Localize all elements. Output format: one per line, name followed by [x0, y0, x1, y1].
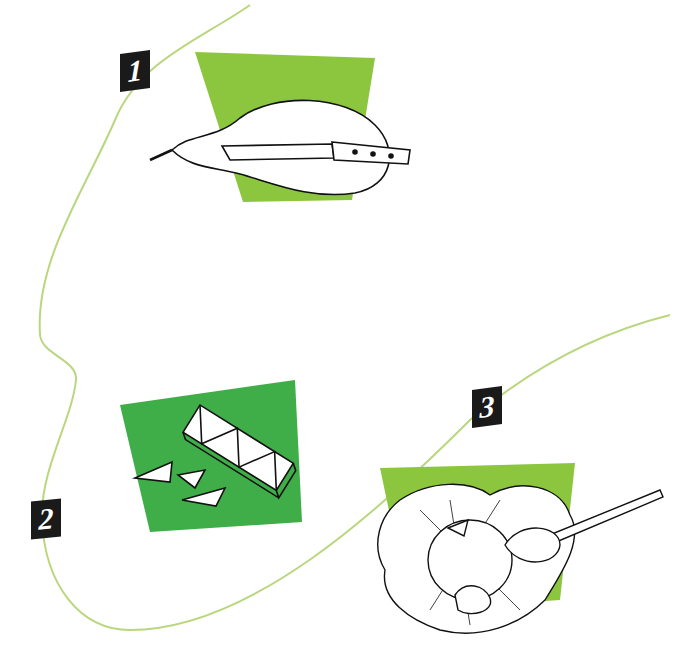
callout-number: 2	[31, 498, 61, 539]
chocolate-pieces	[135, 405, 298, 506]
callout-number: 3	[472, 386, 502, 428]
pear-salad	[378, 484, 663, 633]
step-path	[40, 5, 670, 630]
pear-and-knife	[150, 100, 410, 194]
step-backdrop	[120, 380, 302, 532]
callout-number: 1	[120, 50, 150, 92]
